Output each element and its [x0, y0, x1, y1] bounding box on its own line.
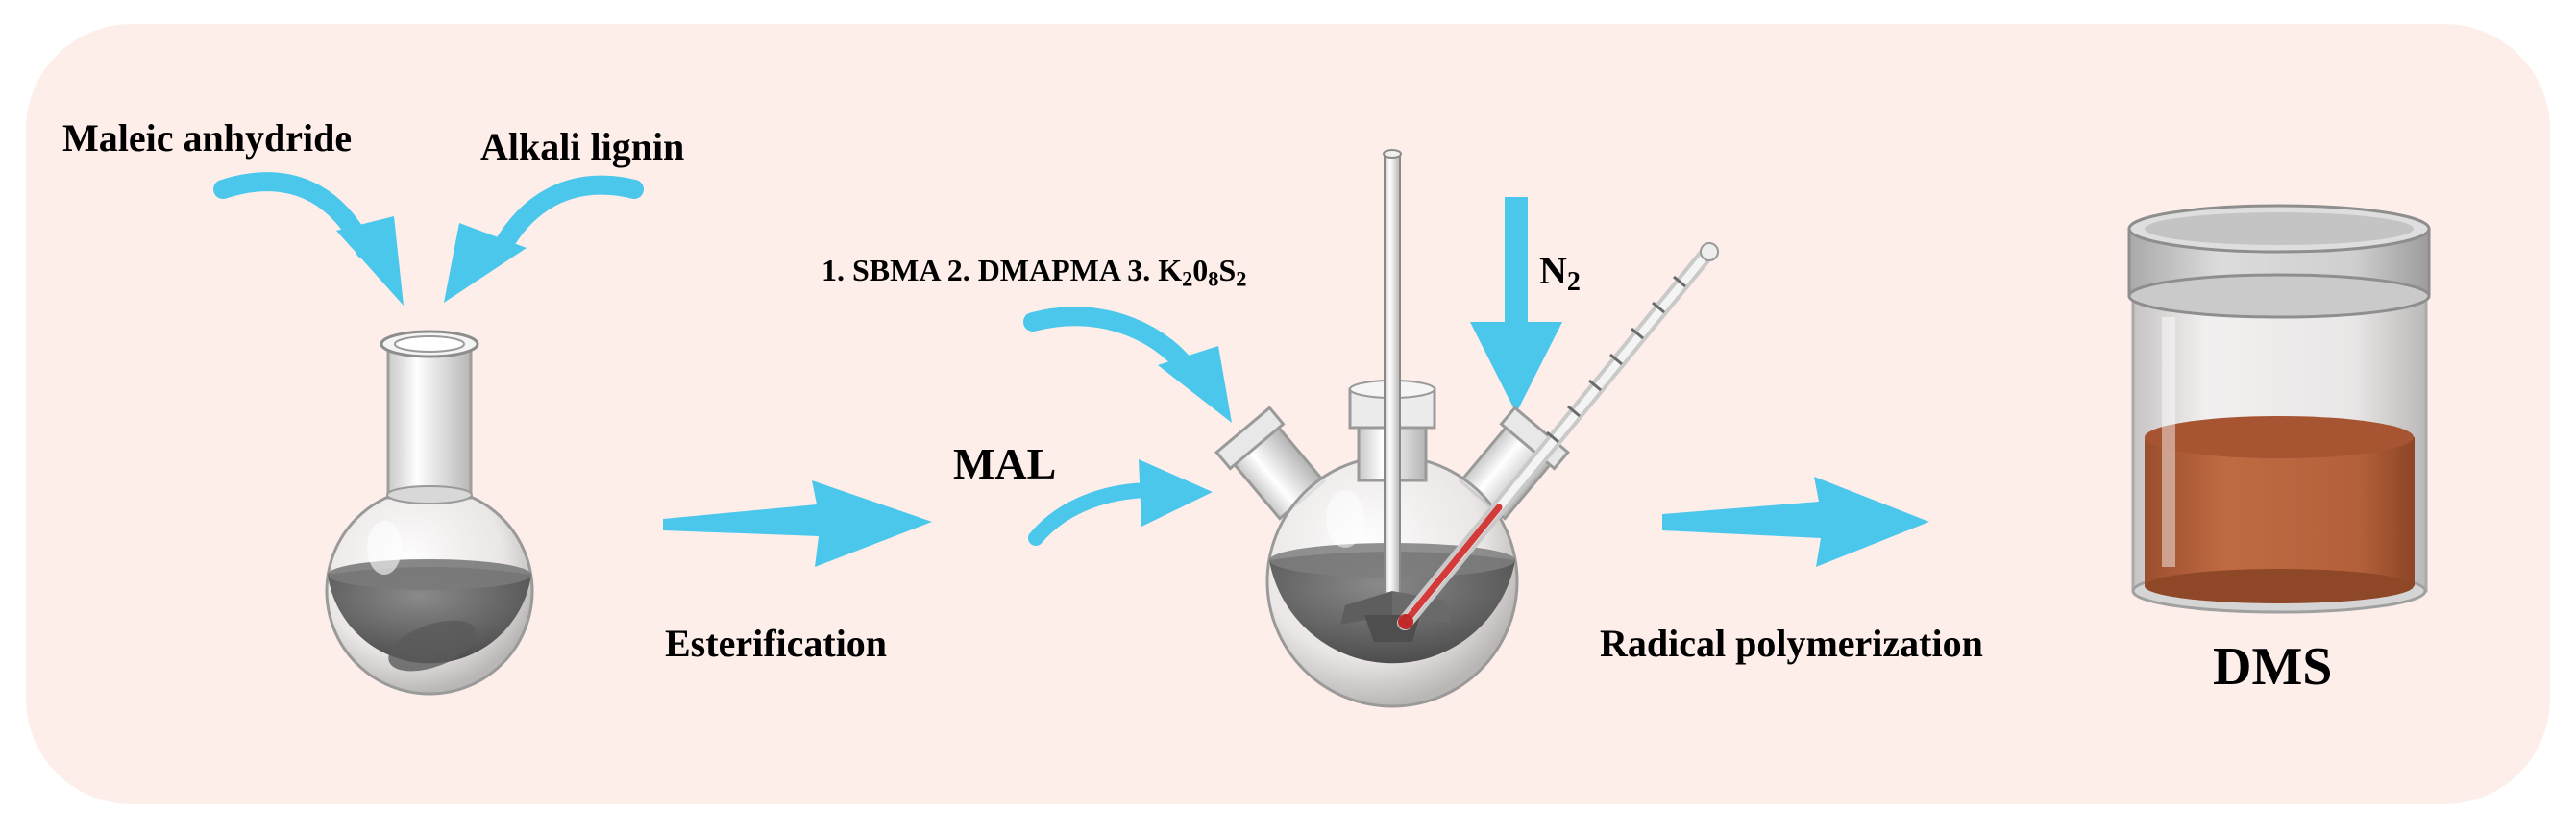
- stirrer-icon: [1340, 149, 1451, 642]
- reagents-mid: 0: [1192, 253, 1209, 287]
- label-dms: DMS: [2213, 637, 2333, 697]
- reagents-sub-2: 8: [1208, 266, 1219, 291]
- background-panel: [26, 24, 2550, 804]
- jar-icon: [2127, 204, 2431, 614]
- arrow-n2-icon: [1470, 197, 1562, 413]
- reagents-sub-3: 2: [1236, 266, 1247, 291]
- label-alkali-lignin: Alkali lignin: [480, 125, 685, 168]
- label-n2: N2: [1539, 252, 1581, 296]
- arrow-reagents-icon: [1023, 307, 1232, 423]
- thermometer-icon: [1397, 242, 1719, 630]
- arrow-mal-icon: [1028, 459, 1213, 546]
- reagents-sub-1: 2: [1182, 266, 1193, 291]
- n2-main: N: [1539, 249, 1567, 292]
- label-esterification: Esterification: [665, 622, 888, 665]
- label-maleic-anhydride: Maleic anhydride: [62, 116, 353, 160]
- arrow-maleic-icon: [213, 172, 404, 306]
- reagents-s: S: [1218, 253, 1237, 287]
- n2-sub: 2: [1566, 267, 1581, 297]
- label-radical-polymerization: Radical polymerization: [1600, 622, 1983, 665]
- label-mal: MAL: [953, 439, 1057, 488]
- flask-icon: [325, 330, 534, 696]
- reagents-prefix: 1. SBMA 2. DMAPMA 3. K: [822, 253, 1183, 287]
- label-reagents: 1. SBMA 2. DMAPMA 3. K208S2: [822, 255, 1247, 290]
- arrow-lignin-icon: [444, 175, 644, 303]
- arrow-esterification-icon: [663, 480, 932, 567]
- arrow-polymerization-icon: [1662, 477, 1929, 567]
